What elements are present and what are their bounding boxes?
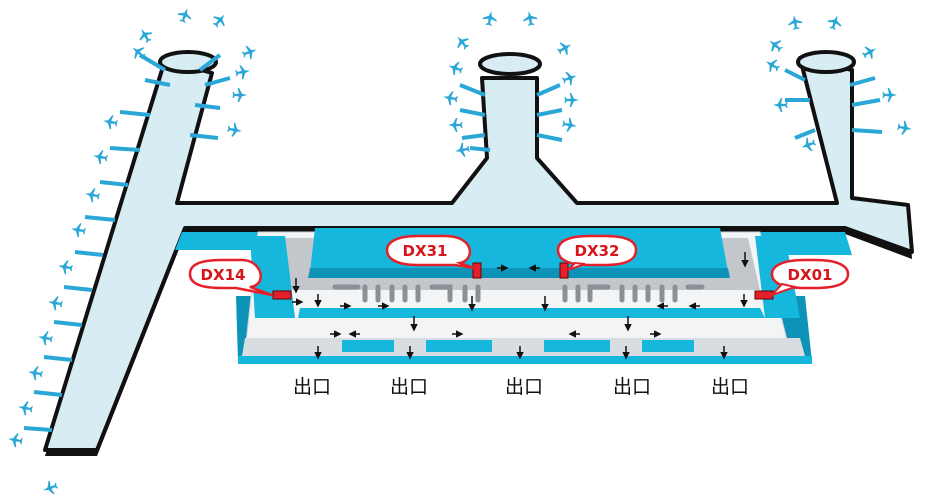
east-pier-head bbox=[796, 50, 856, 74]
exit-label-5: 出口 bbox=[711, 376, 749, 398]
callout-dx01[interactable]: DX01 bbox=[770, 258, 850, 296]
callout-dx31-label: DX31 bbox=[403, 242, 448, 260]
callout-dx31-bubble bbox=[385, 234, 475, 270]
exit-label-4: 出口 bbox=[613, 376, 651, 398]
position-markers bbox=[272, 262, 774, 300]
callout-dx14-label: DX14 bbox=[201, 266, 246, 284]
dx31-marker bbox=[472, 262, 482, 279]
callout-dx14[interactable]: DX14 bbox=[188, 258, 273, 297]
jet-bridges bbox=[23, 53, 883, 432]
callout-dx32-bubble bbox=[556, 234, 638, 267]
exit-label-3: 出口 bbox=[505, 376, 543, 398]
dx32-marker bbox=[559, 262, 569, 279]
callout-dx14-bubble bbox=[188, 258, 273, 297]
lower-corridor bbox=[242, 338, 805, 356]
baggage-carousels bbox=[332, 284, 705, 303]
callout-dx32-label: DX32 bbox=[575, 242, 620, 260]
exit-label-1: 出口 bbox=[293, 376, 331, 398]
callout-dx31[interactable]: DX31 bbox=[385, 234, 475, 270]
concourse-outline bbox=[43, 56, 914, 452]
exit-labels: 出口 出口 出口 出口 出口 bbox=[293, 376, 749, 398]
dx14-marker bbox=[272, 290, 292, 300]
central-roof bbox=[310, 228, 728, 272]
callout-dx32-tail bbox=[567, 261, 586, 271]
middle-corridor bbox=[298, 308, 765, 318]
callout-dx01-label: DX01 bbox=[788, 266, 833, 284]
concourse-building bbox=[6, 6, 914, 497]
claim-islands bbox=[342, 340, 694, 352]
central-roof-face bbox=[308, 268, 730, 278]
flow-arrows bbox=[292, 252, 749, 360]
callout-dx01-tail bbox=[771, 282, 799, 296]
exit-label-2: 出口 bbox=[390, 376, 428, 398]
central-pier-head bbox=[478, 52, 542, 76]
front-edge bbox=[238, 356, 812, 364]
callout-dx32[interactable]: DX32 bbox=[556, 234, 638, 271]
dx01-marker bbox=[754, 290, 774, 300]
callout-dx01-bubble bbox=[770, 258, 850, 290]
